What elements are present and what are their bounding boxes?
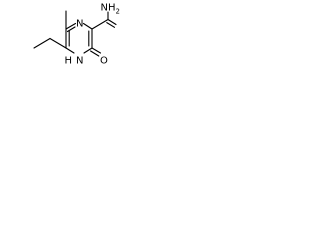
bond-ethyl-1 [49, 37, 67, 49]
bond-c-oxo-to-ring-nh [83, 47, 93, 54]
bond-amide-carbon-to-o-double [106, 22, 116, 28]
bond-n-top-to-c-carboxamide [82, 22, 93, 30]
bond-n-top-double-inner [66, 26, 76, 33]
molecule-structure: N NH2 N H O [33, 3, 120, 67]
bond-c-oxo-to-o-double [90, 50, 100, 57]
carbonyl-o-label: O [100, 56, 108, 67]
bond-c-methyl-to-n-top [65, 22, 77, 30]
bond-ring-nh-to-c-ethyl [65, 47, 75, 54]
ring-nh-n-label: N [76, 56, 83, 67]
amide-nh2-label: NH2 [101, 3, 120, 16]
amide-nh2-subscript: 2 [116, 8, 120, 16]
ring-n-top-label: N [76, 19, 83, 30]
ring-nh-h-label: H [65, 56, 73, 67]
bond-amide-carbon-to-o [107, 18, 117, 26]
bond-c-oxo-to-o [91, 47, 102, 54]
bond-c-to-amide-carbon [91, 18, 109, 30]
bond-ethyl-2 [33, 37, 51, 49]
amide-nh-text: NH [101, 3, 116, 14]
